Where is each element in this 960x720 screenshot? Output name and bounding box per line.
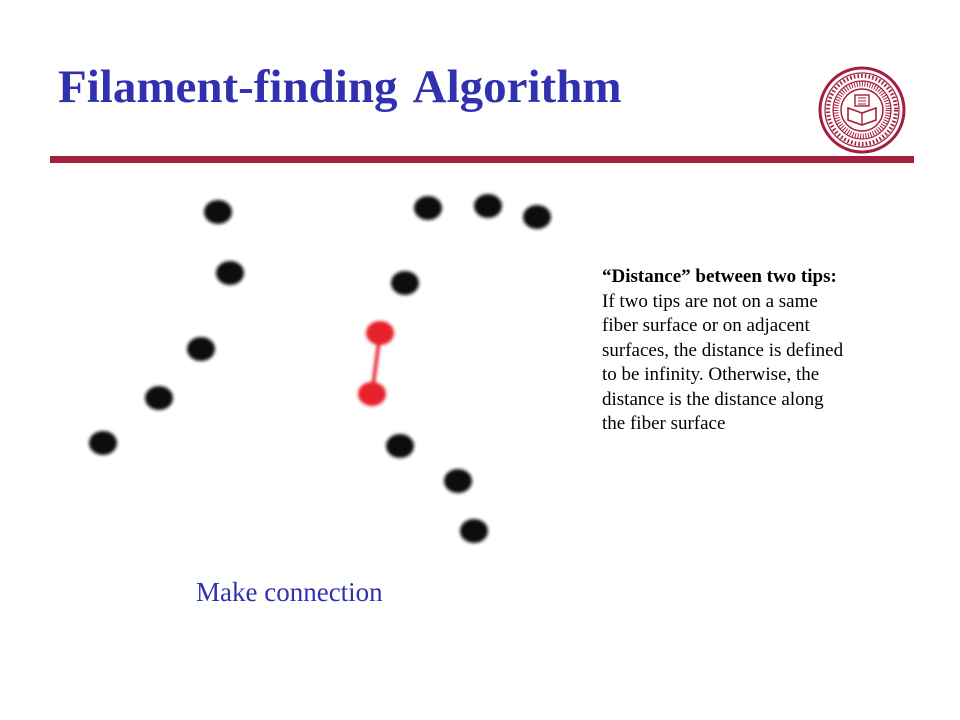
filament-tip <box>89 431 117 455</box>
slide-title: Filament-finding Algorithm <box>58 61 622 113</box>
filament-tip <box>523 205 551 229</box>
filament-tip <box>386 434 414 458</box>
university-seal-icon <box>818 66 906 154</box>
note-heading: “Distance” between two tips: <box>602 266 837 287</box>
filament-tip <box>145 386 173 410</box>
figure-caption: Make connection <box>196 577 383 607</box>
connected-tip <box>358 382 386 406</box>
filament-tip <box>391 271 419 295</box>
filament-tip <box>187 337 215 361</box>
filament-tip <box>460 519 488 543</box>
tips-diagram <box>89 194 551 543</box>
filament-tip <box>204 200 232 224</box>
filament-tip <box>414 196 442 220</box>
filament-tip <box>216 261 244 285</box>
filament-tips-figure <box>60 170 580 570</box>
title-divider <box>50 156 914 163</box>
filament-tip <box>474 194 502 218</box>
filament-tip <box>444 469 472 493</box>
note-body: If two tips are not on a same fiber surf… <box>602 290 844 435</box>
distance-definition-note: “Distance” between two tips: If two tips… <box>602 265 920 437</box>
connected-tip <box>366 321 394 345</box>
